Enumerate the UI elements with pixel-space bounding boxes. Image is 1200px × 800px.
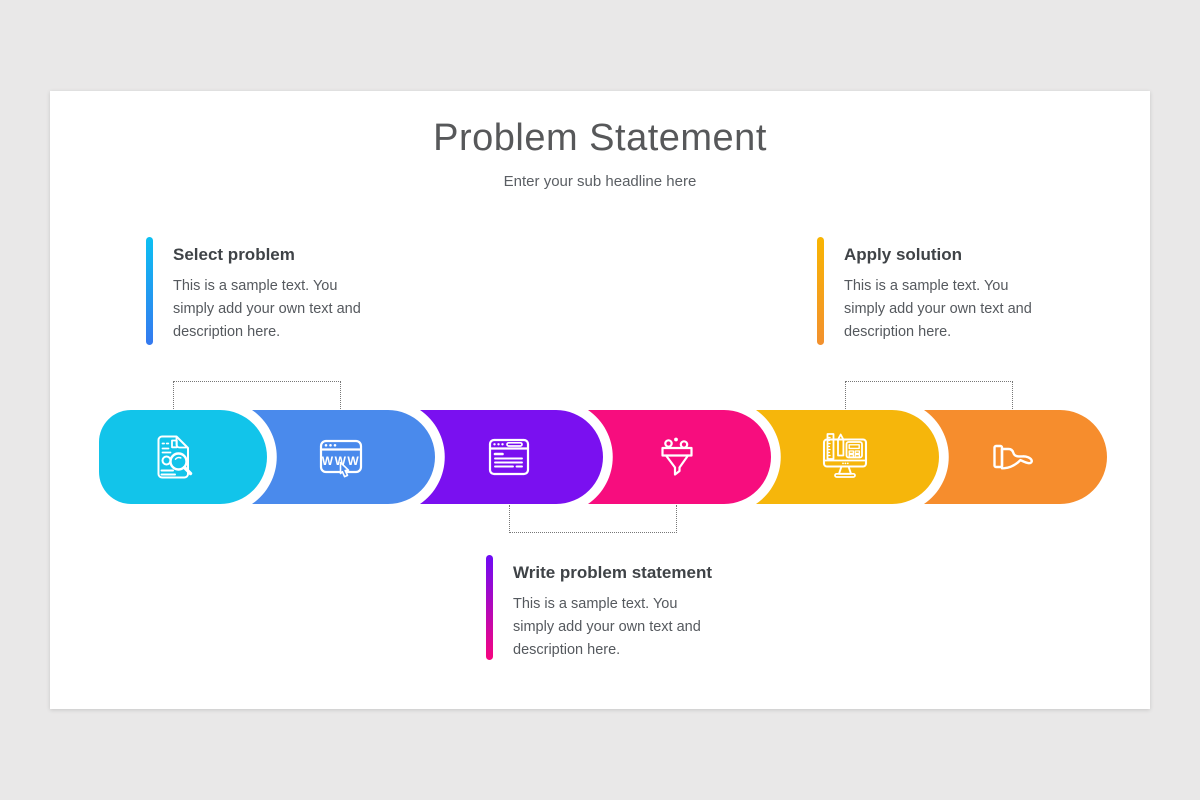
accent-bar-apply-solution — [817, 237, 824, 345]
callout-heading: Select problem — [173, 245, 295, 264]
callout-heading: Write problem statement — [513, 563, 713, 582]
document-search-icon — [157, 435, 193, 479]
design-monitor-icon — [822, 433, 868, 478]
callout-heading: Apply solution — [844, 245, 963, 264]
callout-apply-solution: Apply solution This is a sample text. Yo… — [817, 237, 1049, 345]
connector-bracket-steps-3-4 — [509, 505, 677, 533]
accent-bar-write-problem-statement — [486, 555, 493, 660]
slide-title: Problem Statement — [433, 117, 767, 159]
svg-text:WWW: WWW — [322, 454, 360, 468]
browser-content-icon — [488, 438, 530, 476]
process-band: WWW — [99, 410, 1107, 504]
callout-body: This is a sample text. You simply add yo… — [173, 278, 361, 340]
slide-canvas: Problem Statement Enter your sub headlin… — [50, 91, 1150, 709]
hand-offer-icon — [993, 444, 1033, 470]
callout-body: This is a sample text. You simply add yo… — [844, 278, 1032, 340]
callout-write-problem-statement: Write problem statement This is a sample… — [486, 555, 718, 662]
connector-bracket-steps-5-6 — [845, 381, 1013, 409]
step-4-shape — [588, 410, 771, 504]
funnel-icon — [661, 437, 693, 476]
step-2-shape — [252, 410, 435, 504]
callout-body: This is a sample text. You simply add yo… — [513, 596, 701, 658]
step-3-shape — [420, 410, 603, 504]
connector-bracket-steps-1-2 — [173, 381, 341, 409]
slide-subtitle: Enter your sub headline here — [503, 173, 697, 190]
www-browser-icon: WWW — [319, 439, 363, 478]
accent-bar-select-problem — [146, 237, 153, 345]
callout-select-problem: Select problem This is a sample text. Yo… — [146, 237, 378, 345]
